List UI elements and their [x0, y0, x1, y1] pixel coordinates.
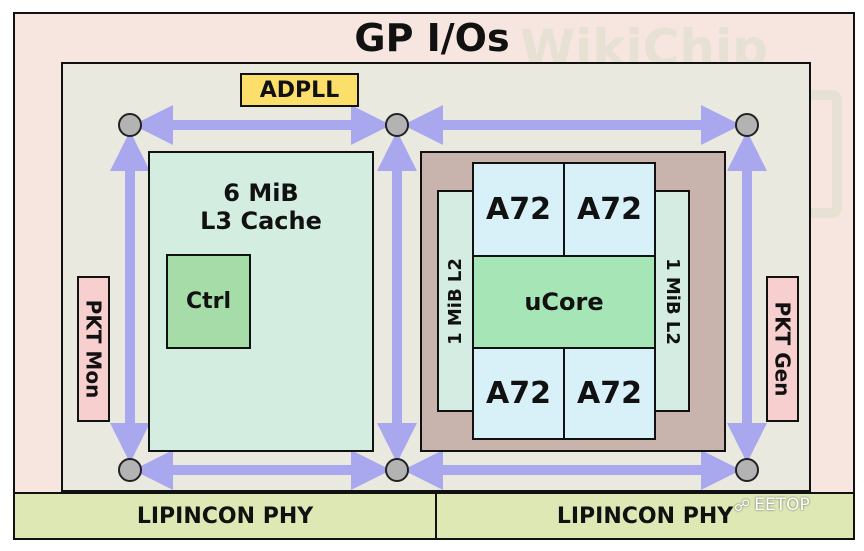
gp-io-title: GP I/Os: [354, 16, 510, 60]
packet-generator-label: PKT Gen: [770, 301, 795, 397]
a72-core-bottom-left: A72: [472, 347, 565, 440]
l2-cache-left-label: 1 MiB L2: [437, 190, 474, 412]
cache-controller-block: Ctrl: [166, 254, 251, 349]
ring-node: [118, 113, 142, 137]
l2-cache-left-block: [437, 190, 474, 412]
packet-monitor-label: PKT Mon: [81, 299, 106, 399]
ring-node: [118, 458, 142, 482]
source-text: EETOP: [754, 495, 810, 515]
a72-core-top-left: A72: [472, 162, 565, 257]
l2-left-text: 1 MiB L2: [445, 257, 467, 345]
l3-cache-block: [148, 151, 374, 452]
a72-core-bottom-right: A72: [563, 347, 656, 440]
wechat-icon: ☍: [734, 495, 751, 515]
l2-cache-right-label: 1 MiB L2: [654, 190, 690, 412]
lipincon-phy-left: LIPINCON PHY: [13, 492, 437, 540]
ring-node: [735, 458, 759, 482]
packet-monitor-block: PKT Mon: [77, 276, 110, 422]
source-watermark: ☍ EETOP: [734, 492, 844, 518]
a72-core-top-right: A72: [563, 162, 656, 257]
ring-node: [735, 113, 759, 137]
ring-node: [385, 113, 409, 137]
adpll-block: ADPLL: [240, 73, 359, 107]
ring-node: [385, 458, 409, 482]
ucore-block: uCore: [472, 255, 656, 349]
packet-generator-block: PKT Gen: [766, 276, 799, 422]
l2-right-text: 1 MiB L2: [661, 257, 683, 345]
lipincon-phy-right: LIPINCON PHY: [435, 492, 855, 540]
l3-cache-label: 6 MiB L3 Cache: [200, 179, 322, 235]
